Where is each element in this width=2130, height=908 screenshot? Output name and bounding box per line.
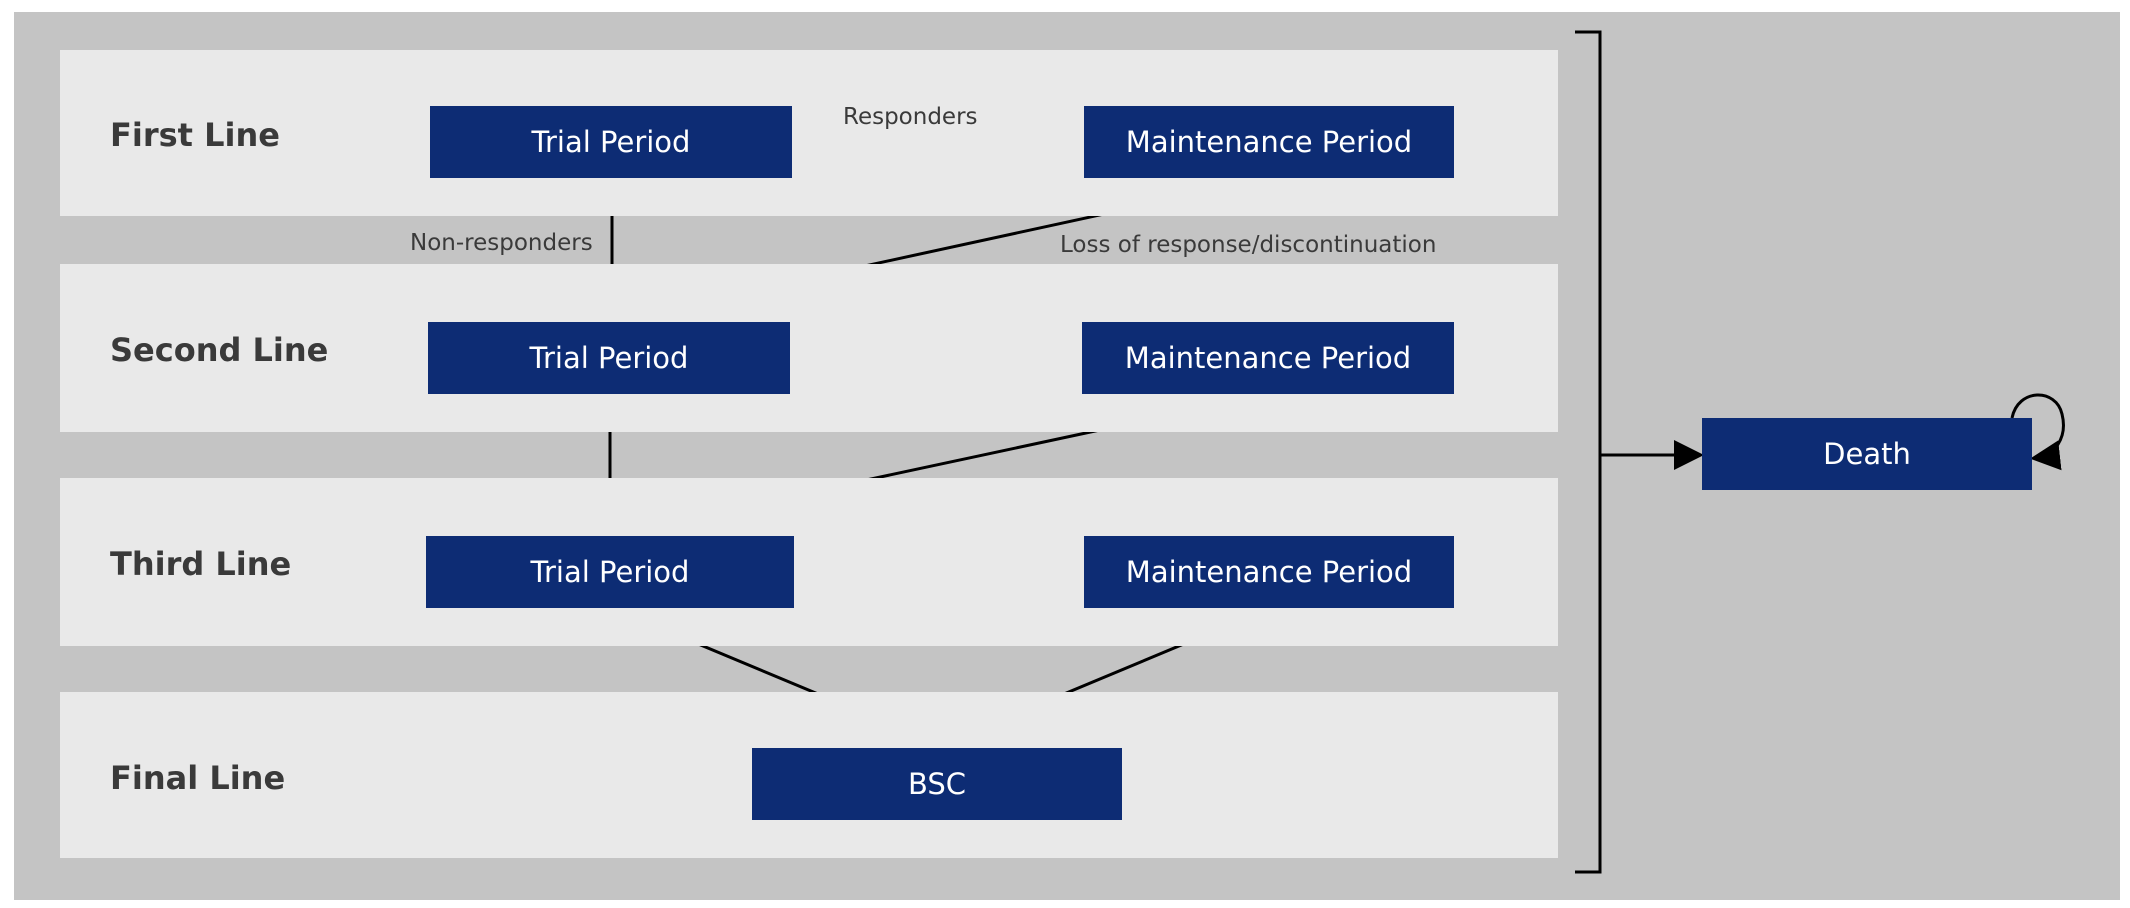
bracket-all-lines bbox=[1575, 30, 1602, 874]
second-line-maintenance-period-box: Maintenance Period bbox=[1082, 322, 1454, 394]
third-line-label: Third Line bbox=[110, 545, 292, 583]
second-line-label: Second Line bbox=[110, 331, 329, 369]
third-line-trial-period-box: Trial Period bbox=[426, 536, 794, 608]
third-line-maintenance-period-box: Maintenance Period bbox=[1084, 536, 1454, 608]
final-line-label: Final Line bbox=[110, 759, 286, 797]
first-line-maintenance-period-box: Maintenance Period bbox=[1084, 106, 1454, 178]
responders-label: Responders bbox=[843, 104, 978, 130]
loss-of-response-label: Loss of response/discontinuation bbox=[1060, 232, 1437, 258]
second-line-trial-period-box: Trial Period bbox=[428, 322, 790, 394]
first-line-label: First Line bbox=[110, 116, 280, 154]
bsc-box: BSC bbox=[752, 748, 1122, 820]
non-responders-label: Non-responders bbox=[410, 230, 593, 256]
self-loop-death bbox=[2010, 393, 2065, 471]
first-line-trial-period-box: Trial Period bbox=[430, 106, 792, 178]
death-box: Death bbox=[1702, 418, 2032, 490]
